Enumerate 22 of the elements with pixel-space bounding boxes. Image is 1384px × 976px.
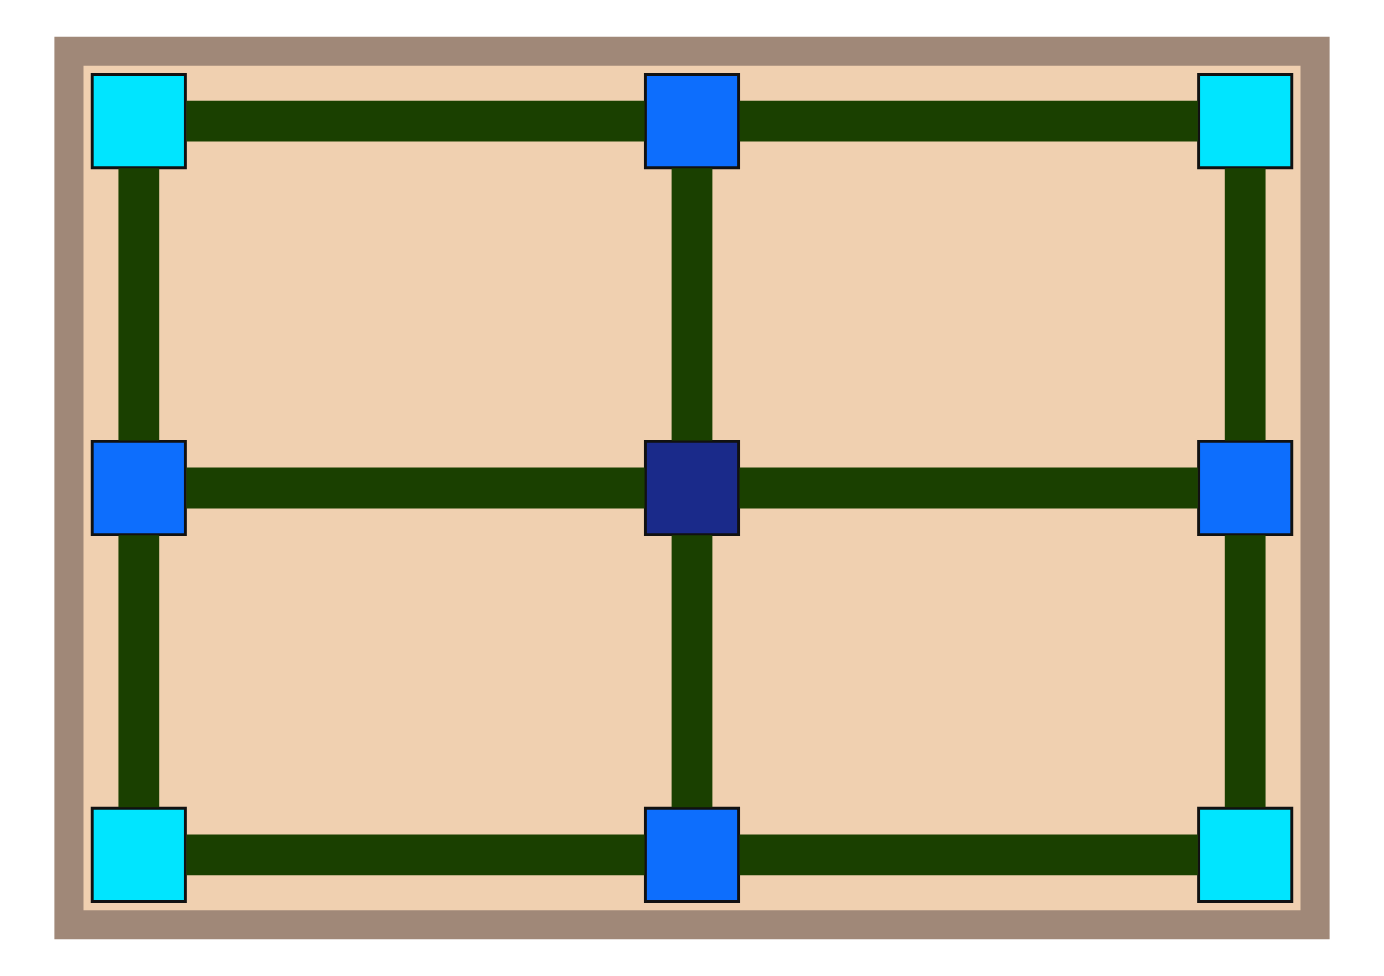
connector (118, 168, 160, 441)
node-box (1197, 806, 1294, 903)
connector (118, 535, 160, 808)
connector (671, 168, 713, 441)
node-box (1197, 439, 1294, 537)
connector (1224, 168, 1266, 441)
node-box (643, 806, 741, 903)
connector (1224, 535, 1266, 808)
connector (671, 535, 713, 808)
connector (739, 467, 1198, 509)
connector (186, 100, 645, 142)
node-box (643, 439, 741, 537)
node-box (643, 73, 741, 170)
node-box (90, 73, 187, 170)
node-box (90, 439, 187, 537)
cluster (54, 36, 1330, 940)
node-box (90, 806, 187, 903)
connector (186, 467, 645, 509)
connector (186, 834, 645, 876)
node-box (1197, 73, 1294, 170)
connector (739, 100, 1198, 142)
connector (739, 834, 1198, 876)
